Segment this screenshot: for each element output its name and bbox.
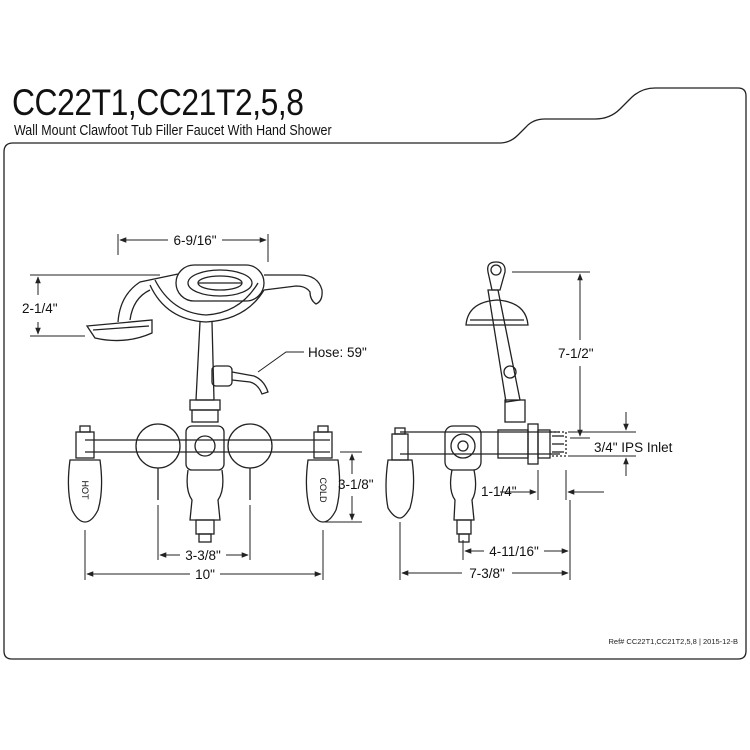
side-dimensions <box>399 271 636 580</box>
drawing-frame <box>3 87 747 660</box>
label-inlet-offset: 1-1/4" <box>481 484 517 499</box>
model-title: CC22T1,CC21T2,5,8 <box>12 82 304 123</box>
shower-head-front <box>85 319 153 342</box>
shower-grip <box>175 264 265 302</box>
shower-head-side <box>465 299 529 326</box>
dimension-labels: 6-9/16" 2-1/4" Hose: 59" 3-1/8" 3-3/8" 1… <box>22 233 673 582</box>
label-handshower-width: 6-9/16" <box>173 233 216 248</box>
label-hose: Hose: 59" <box>308 345 367 360</box>
handle-hot <box>67 459 103 523</box>
front-view <box>67 264 341 543</box>
wall-flange <box>527 423 539 465</box>
label-cold: COLD <box>318 477 328 503</box>
label-front-height: 3-1/8" <box>338 477 374 492</box>
label-handshower-height: 2-1/4" <box>22 301 58 316</box>
label-ips-inlet: 3/4" IPS Inlet <box>594 440 673 455</box>
side-view <box>385 261 567 543</box>
label-overall-depth: 7-3/8" <box>469 566 505 581</box>
handle-labels: HOT COLD <box>80 477 328 503</box>
reference-number: Ref# CC22T1,CC21T2,5,8 | 2015-12-B <box>608 637 738 646</box>
label-hot: HOT <box>80 481 90 501</box>
label-spout-reach: 4-11/16" <box>489 544 539 559</box>
hose-connector <box>211 365 233 387</box>
label-overall-width: 10" <box>195 567 215 582</box>
label-total-height: 7-1/2" <box>558 346 594 361</box>
product-description: Wall Mount Clawfoot Tub Filler Faucet Wi… <box>14 123 332 139</box>
label-spread: 3-3/8" <box>185 548 221 563</box>
front-dimensions <box>30 234 362 580</box>
